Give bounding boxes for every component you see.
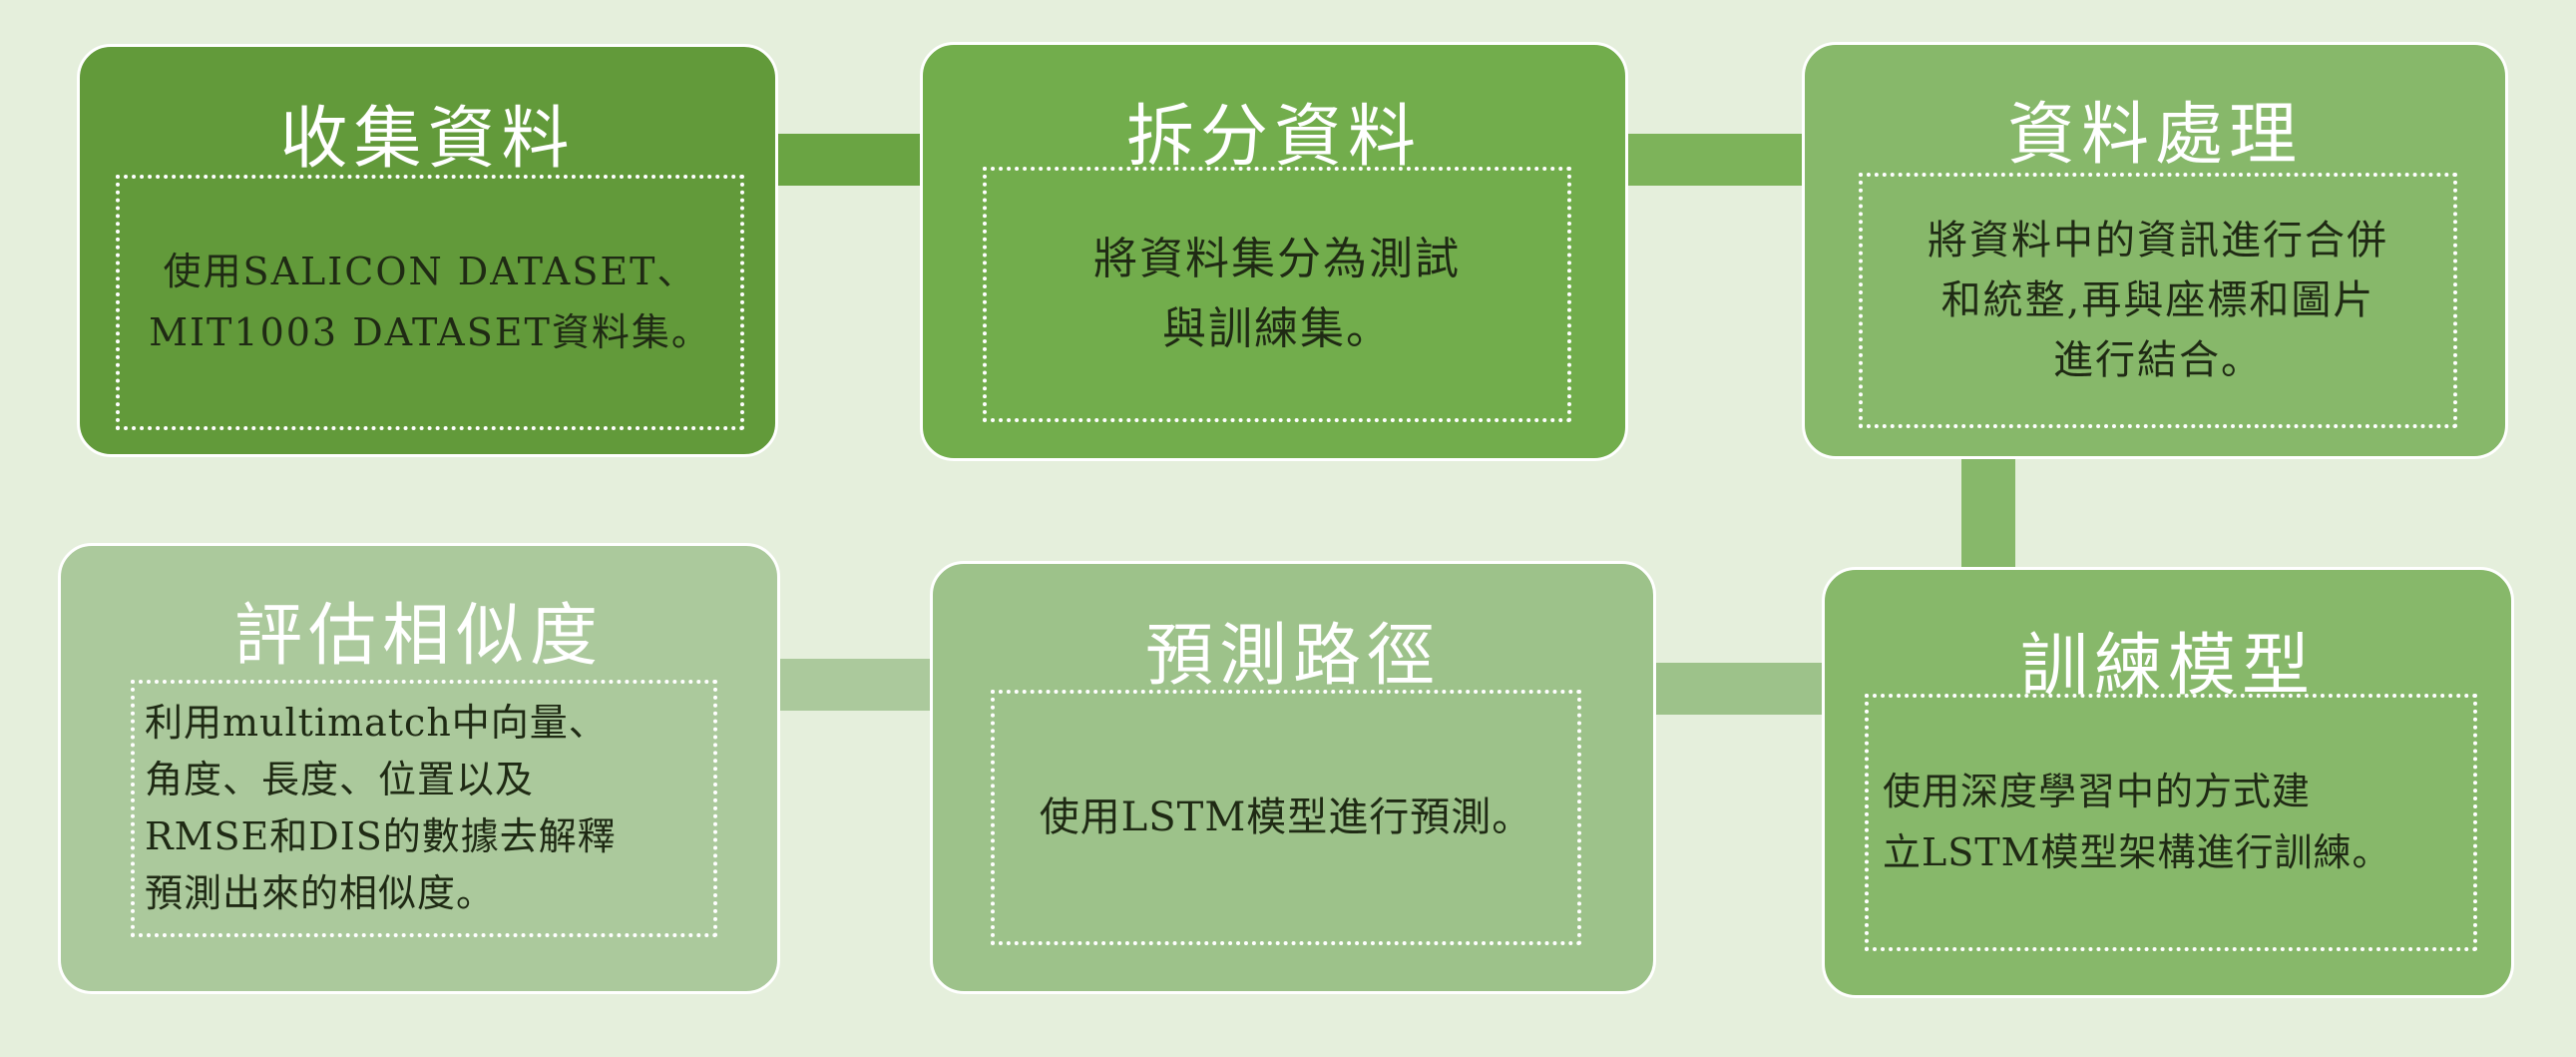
step-evaluate-similarity: 評估相似度 利用multimatch中向量、 角度、長度、位置以及 RMSE和D…: [58, 543, 780, 994]
description-line: 將資料中的資訊進行合併: [1928, 218, 2388, 264]
description-line: 使用LSTM模型進行預測。: [1039, 794, 1533, 840]
description-line: RMSE和DIS的數據去解釋: [145, 814, 617, 858]
step-process-data-box: 將資料中的資訊進行合併 和統整,再與座標和圖片 進行結合。: [1859, 173, 2457, 428]
step-train-model-title: 訓練模型: [2019, 627, 2316, 706]
step-train-model: 訓練模型 使用深度學習中的方式建 立LSTM模型架構進行訓練。: [1822, 567, 2514, 998]
step-collect-data: 收集資料 使用SALICON DATASET、 MIT1003 DATASET資…: [77, 44, 778, 457]
step-predict-path: 預測路徑 使用LSTM模型進行預測。: [930, 561, 1656, 994]
description-line: 進行結合。: [2053, 337, 2263, 383]
connector-predict-evaluate: [780, 659, 930, 711]
step-evaluate-similarity-title: 評估相似度: [233, 597, 604, 676]
connector-collect-split: [778, 134, 920, 186]
step-evaluate-similarity-box: 利用multimatch中向量、 角度、長度、位置以及 RMSE和DIS的數據去…: [131, 680, 717, 937]
connector-split-process: [1628, 134, 1802, 186]
step-predict-path-description: 使用LSTM模型進行預測。: [995, 788, 1577, 847]
step-collect-data-description: 使用SALICON DATASET、 MIT1003 DATASET資料集。: [120, 242, 740, 363]
step-train-model-description: 使用深度學習中的方式建 立LSTM模型架構進行訓練。: [1869, 762, 2473, 883]
description-line: 和統整,再與座標和圖片: [1940, 277, 2375, 323]
description-line: 將資料集分為測試: [1093, 233, 1461, 284]
description-line: MIT1003 DATASET資料集。: [149, 310, 711, 354]
description-line: 立LSTM模型架構進行訓練。: [1883, 830, 2391, 874]
connector-train-predict: [1656, 663, 1822, 715]
step-process-data: 資料處理 將資料中的資訊進行合併 和統整,再與座標和圖片 進行結合。: [1802, 42, 2508, 459]
step-split-data: 拆分資料 將資料集分為測試 與訓練集。: [920, 42, 1628, 461]
step-collect-data-box: 使用SALICON DATASET、 MIT1003 DATASET資料集。: [116, 175, 744, 430]
step-evaluate-similarity-description: 利用multimatch中向量、 角度、長度、位置以及 RMSE和DIS的數據去…: [135, 695, 713, 922]
description-line: 使用SALICON DATASET、: [163, 250, 697, 294]
step-train-model-box: 使用深度學習中的方式建 立LSTM模型架構進行訓練。: [1865, 694, 2477, 951]
step-predict-path-box: 使用LSTM模型進行預測。: [991, 690, 1581, 945]
connector-process-train: [1961, 459, 2015, 569]
description-line: 與訓練集。: [1162, 303, 1392, 354]
description-line: 預測出來的相似度。: [145, 871, 496, 915]
step-process-data-title: 資料處理: [2006, 96, 2303, 175]
description-line: 使用深度學習中的方式建: [1883, 770, 2312, 814]
description-line: 角度、長度、位置以及: [145, 758, 535, 801]
step-split-data-title: 拆分資料: [1125, 98, 1422, 177]
step-split-data-description: 將資料集分為測試 與訓練集。: [987, 225, 1567, 365]
step-split-data-box: 將資料集分為測試 與訓練集。: [983, 167, 1571, 422]
step-collect-data-title: 收集資料: [279, 100, 576, 179]
step-process-data-description: 將資料中的資訊進行合併 和統整,再與座標和圖片 進行結合。: [1863, 211, 2453, 390]
step-predict-path-title: 預測路徑: [1144, 617, 1441, 696]
description-line: 利用multimatch中向量、: [145, 701, 608, 745]
